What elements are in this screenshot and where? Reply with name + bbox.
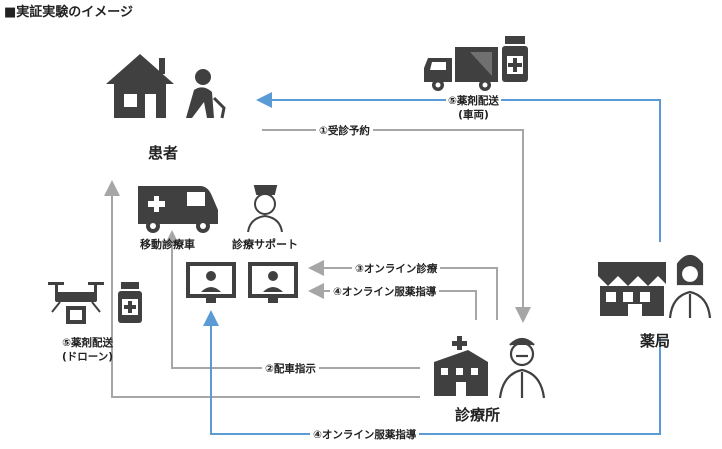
vehicle-delivery-line2: (車両) xyxy=(458,109,489,121)
medicine-bottle-icon xyxy=(502,36,528,82)
booking-label: ①受診予約 xyxy=(316,123,373,138)
online-consult-label: ③オンライン診療 xyxy=(352,261,441,276)
vehicle-delivery-label: ⑤薬剤配送 (車両) xyxy=(446,94,501,122)
elderly-person-icon xyxy=(186,69,226,119)
clinic-support-label: 診療サポート xyxy=(232,238,298,251)
vehicle-delivery-arrow xyxy=(256,92,661,242)
monitor-patient-icon xyxy=(186,262,236,303)
drone-delivery-label: ⑤薬剤配送 (ドローン) xyxy=(62,336,113,364)
vehicle-delivery-line1: ⑤薬剤配送 xyxy=(448,95,499,107)
pharmacy-store-icon xyxy=(598,262,666,316)
patient-label: 患者 xyxy=(148,144,179,162)
mobile-clinic-car-label: 移動診療車 xyxy=(140,238,195,251)
online-med-guidance-top-label: ④オンライン服薬指導 xyxy=(330,284,440,299)
clinic-label: 診療所 xyxy=(455,406,501,424)
drone-icon xyxy=(48,282,104,324)
page-title: ■実証実験のイメージ xyxy=(4,5,134,20)
medicine-bottle-drone-icon xyxy=(118,282,142,323)
monitor-doctor-icon xyxy=(248,262,298,303)
clinic-building-icon xyxy=(434,336,488,396)
delivery-truck-icon xyxy=(424,47,498,91)
drone-delivery-arrow xyxy=(104,180,420,398)
dispatch-label: ②配車指示 xyxy=(262,361,319,376)
pharmacist-icon xyxy=(668,254,712,319)
online-med-guidance-arrow-bottom xyxy=(203,310,661,435)
pharmacy-label: 薬局 xyxy=(640,332,671,350)
dispatch-arrow xyxy=(164,230,420,369)
drone-delivery-line1: ⑤薬剤配送 xyxy=(62,337,113,349)
nurse-icon xyxy=(247,185,283,233)
doctor-icon xyxy=(498,337,546,399)
mobile-clinic-car-icon xyxy=(138,186,218,233)
online-med-guidance-bottom-label: ④オンライン服薬指導 xyxy=(310,427,420,442)
house-icon xyxy=(106,54,174,118)
drone-delivery-line2: (ドローン) xyxy=(62,351,114,363)
